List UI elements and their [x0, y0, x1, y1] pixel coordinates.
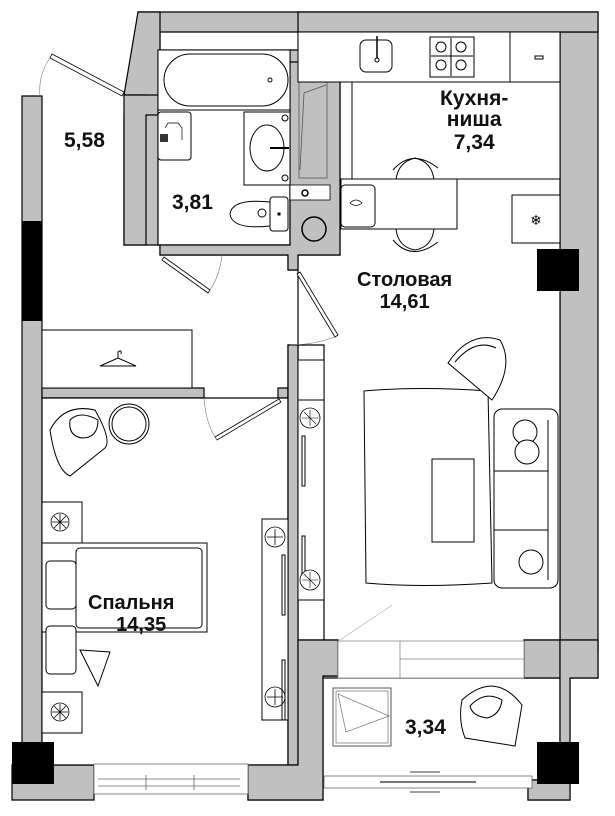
- room-label-bedroom: Спальня 14,35: [88, 593, 174, 635]
- wall-left: [21, 95, 43, 745]
- nightstand-top: [41, 501, 83, 544]
- room-name: Кухня-: [440, 87, 509, 110]
- column-bottom-left: [12, 742, 54, 784]
- water-heater: [301, 216, 327, 242]
- wall-center-vertical: [287, 344, 299, 766]
- hanger-icon: [99, 350, 137, 367]
- kitchen-counter-top: [297, 31, 561, 83]
- plant-icon: [50, 512, 70, 532]
- sink: [359, 39, 393, 73]
- sliding-door-living: [337, 640, 525, 679]
- wall-wardrobe: [41, 387, 205, 399]
- nightstand-bottom: [41, 691, 83, 734]
- door-bedroom-swing: [203, 397, 218, 441]
- wall-kitchen-top: [297, 11, 599, 33]
- core-walls: [159, 11, 599, 801]
- living-fixtures: [297, 337, 559, 601]
- plant-icon: [50, 702, 70, 722]
- boiler: [289, 184, 331, 201]
- column-right: [537, 249, 579, 291]
- kitchen-fixtures: ❄: [297, 31, 561, 244]
- wall-living-bottom-right: [523, 639, 561, 679]
- room-label-balcony-bottom: 3,34: [405, 717, 446, 738]
- wardrobe: [41, 329, 193, 389]
- room-area: 3,81: [172, 191, 213, 214]
- wall-core-column: [159, 61, 341, 271]
- room-area: 14,61: [379, 291, 430, 313]
- coffee-table: [431, 458, 475, 543]
- column-left-mid: [22, 221, 42, 321]
- gas-stove: [429, 36, 475, 78]
- plant-icon: [264, 526, 286, 548]
- room-label-kitchen-niche: Кухня- ниша 7,34: [440, 88, 508, 153]
- room-area: 5,58: [64, 129, 105, 152]
- kitchen-island: [351, 81, 561, 180]
- wall-door-jamb: [277, 387, 289, 399]
- washing-machine: [157, 111, 192, 161]
- snowflake-icon: ❄: [530, 213, 542, 229]
- doors: [39, 53, 339, 441]
- room-label-dining: Столовая 14,61: [357, 270, 452, 312]
- bathroom-fixtures: [157, 49, 291, 232]
- bedroom-fixtures: [41, 329, 289, 734]
- plants-living: [299, 407, 321, 591]
- chair-bottom: [395, 228, 435, 251]
- wall-right: [559, 31, 599, 651]
- column-bottom-right: [537, 742, 579, 784]
- windows: [93, 604, 533, 795]
- door-corridor-swing: [289, 336, 336, 346]
- bathtub: [163, 53, 289, 107]
- room-area: 7,34: [453, 131, 495, 154]
- door-bathroom: [161, 256, 211, 294]
- room-name: ниша: [446, 108, 502, 131]
- plant-icon: [264, 686, 286, 708]
- plants-bedroom: [50, 512, 286, 722]
- room-name: Спальня: [88, 592, 175, 614]
- room-label-bathroom: 3,81: [172, 192, 213, 213]
- room-area: 14,35: [116, 614, 167, 636]
- room-name: Столовая: [357, 269, 453, 291]
- room-area: 3,34: [405, 716, 446, 739]
- dining-set: [340, 157, 458, 252]
- toilet: [229, 200, 271, 228]
- door-balcony-top: [49, 53, 125, 97]
- columns: [12, 221, 579, 784]
- armchair-living: [447, 337, 507, 401]
- refrigerator: [511, 194, 561, 244]
- shaft-fixtures: [289, 77, 331, 242]
- sofa: [493, 408, 559, 589]
- balcony-fixtures: [332, 685, 523, 747]
- door-bathroom-swing: [209, 254, 223, 291]
- door-balcony-top-swing: [39, 57, 51, 97]
- room-label-balcony-top: 5,58: [64, 130, 105, 151]
